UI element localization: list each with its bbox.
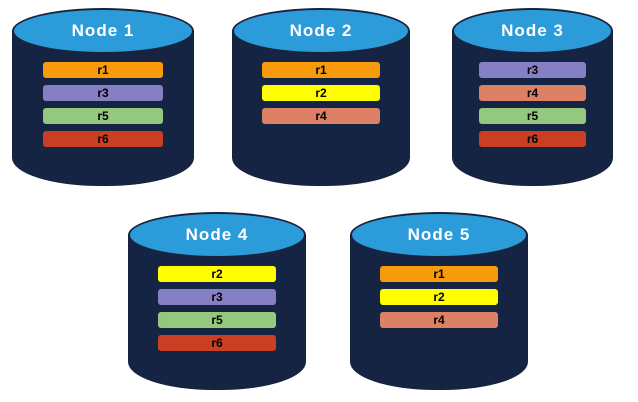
replica-list: r2 r3 r5 r6: [128, 266, 306, 351]
replica-list: r3 r4 r5 r6: [452, 62, 613, 147]
cylinder-top: Node 3: [452, 8, 613, 54]
replica-bar[interactable]: r6: [479, 131, 586, 147]
replica-bar[interactable]: r3: [42, 85, 164, 101]
node-2[interactable]: r1 r2 r4 Node 2: [232, 8, 410, 186]
node-title: Node 1: [71, 21, 135, 40]
node-5[interactable]: r1 r2 r4 Node 5: [350, 212, 528, 390]
node-1[interactable]: r1 r3 r5 r6 Node 1: [12, 8, 194, 186]
replica-bar[interactable]: r2: [158, 266, 276, 282]
replica-list: r1 r2 r4: [232, 62, 410, 124]
replica-bar[interactable]: r5: [158, 312, 276, 328]
replica-bar[interactable]: r1: [262, 62, 380, 78]
cylinder-top: Node 1: [12, 8, 194, 54]
replica-bar[interactable]: r5: [42, 108, 164, 124]
replica-bar[interactable]: r4: [262, 108, 380, 124]
node-title: Node 2: [289, 21, 353, 40]
node-title: Node 3: [501, 21, 564, 40]
replica-bar[interactable]: r5: [479, 108, 586, 124]
cylinder-top: Node 2: [232, 8, 410, 54]
replica-bar[interactable]: r6: [158, 335, 276, 351]
replica-list: r1 r2 r4: [350, 266, 528, 328]
replica-bar[interactable]: r6: [42, 131, 164, 147]
replica-bar[interactable]: r2: [380, 289, 498, 305]
node-title: Node 5: [407, 225, 471, 244]
replica-bar[interactable]: r3: [479, 62, 586, 78]
replica-bar[interactable]: r4: [380, 312, 498, 328]
replica-list: r1 r3 r5 r6: [12, 62, 194, 147]
replica-bar[interactable]: r2: [262, 85, 380, 101]
node-3[interactable]: r3 r4 r5 r6 Node 3: [452, 8, 613, 186]
node-4[interactable]: r2 r3 r5 r6 Node 4: [128, 212, 306, 390]
replica-bar[interactable]: r1: [42, 62, 164, 78]
replica-bar[interactable]: r1: [380, 266, 498, 282]
replica-bar[interactable]: r4: [479, 85, 586, 101]
cylinder-top: Node 5: [350, 212, 528, 258]
replica-bar[interactable]: r3: [158, 289, 276, 305]
cylinder-top: Node 4: [128, 212, 306, 258]
node-title: Node 4: [185, 225, 249, 244]
